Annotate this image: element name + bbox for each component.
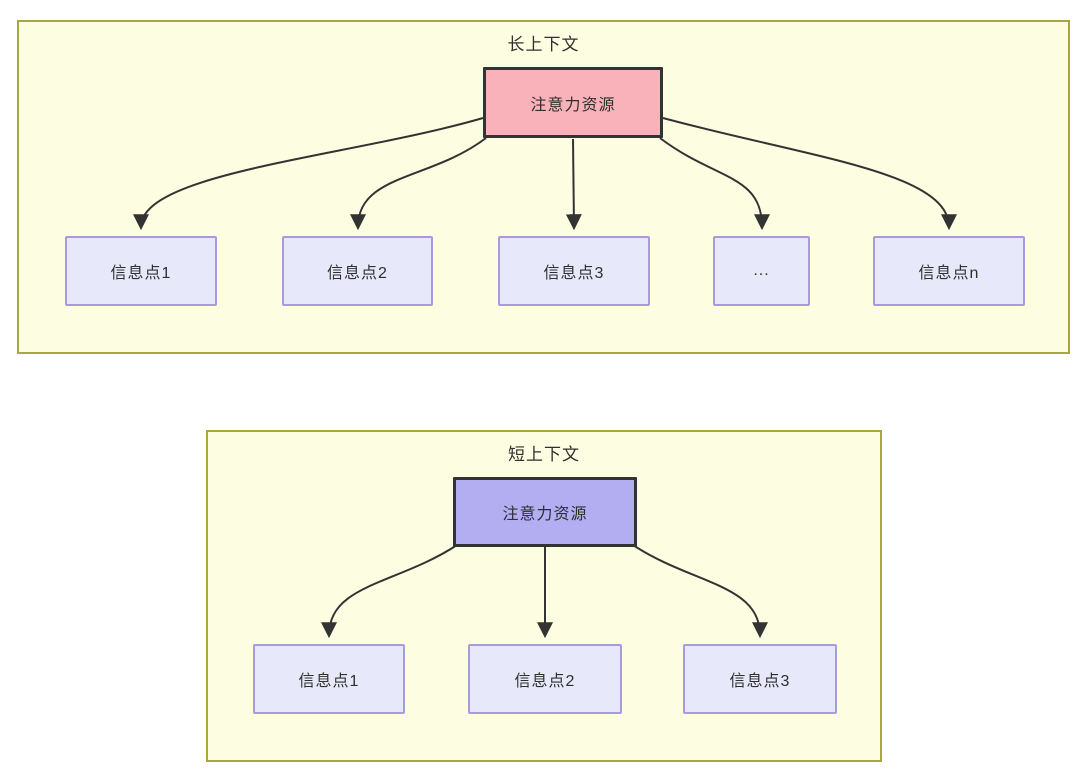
short-info-point-2-label: 信息点2 — [514, 673, 576, 690]
short-info-point-1: 信息点1 — [253, 644, 405, 714]
long-info-point-1-label: 信息点1 — [110, 265, 172, 282]
long-attention-resource-box: 注意力资源 — [483, 67, 663, 138]
long-info-point-2-label: 信息点2 — [327, 265, 388, 282]
short-attention-resource-label: 注意力资源 — [502, 506, 588, 523]
short-info-point-1-label: 信息点1 — [298, 673, 360, 690]
long-context-panel: 长上下文 注意力资源 信息点1 信息点2 信息点3 ... — [17, 20, 1070, 354]
short-info-point-2: 信息点2 — [468, 644, 622, 714]
short-context-panel: 短上下文 注意力资源 信息点1 信息点2 信息点3 — [206, 430, 882, 762]
long-info-point-n: 信息点n — [873, 236, 1025, 306]
long-attention-resource-label: 注意力资源 — [530, 96, 616, 114]
short-info-point-3: 信息点3 — [683, 644, 837, 714]
long-info-point-n-label: 信息点n — [918, 265, 980, 282]
edge-long-attention-to-info4 — [659, 137, 770, 231]
edge-long-attention-to-info2 — [350, 137, 487, 231]
short-attention-resource-box: 注意力资源 — [453, 477, 637, 547]
long-info-point-2: 信息点2 — [282, 236, 433, 306]
edge-short-attention-to-info1 — [321, 544, 458, 639]
long-info-point-3-label: 信息点3 — [543, 265, 605, 282]
long-info-point-ellipsis-label: ... — [753, 262, 770, 279]
edge-short-attention-to-info3 — [632, 544, 768, 639]
long-context-title: 长上下文 — [507, 35, 580, 54]
edge-long-attention-to-info3 — [565, 138, 582, 231]
edge-long-attention-to-info5 — [662, 117, 957, 231]
long-info-point-1: 信息点1 — [65, 236, 217, 306]
long-info-point-ellipsis: ... — [713, 236, 810, 306]
long-info-point-3: 信息点3 — [498, 236, 650, 306]
edge-long-attention-to-info1 — [133, 117, 484, 231]
short-context-title: 短上下文 — [508, 445, 580, 464]
short-info-point-3-label: 信息点3 — [729, 673, 791, 690]
